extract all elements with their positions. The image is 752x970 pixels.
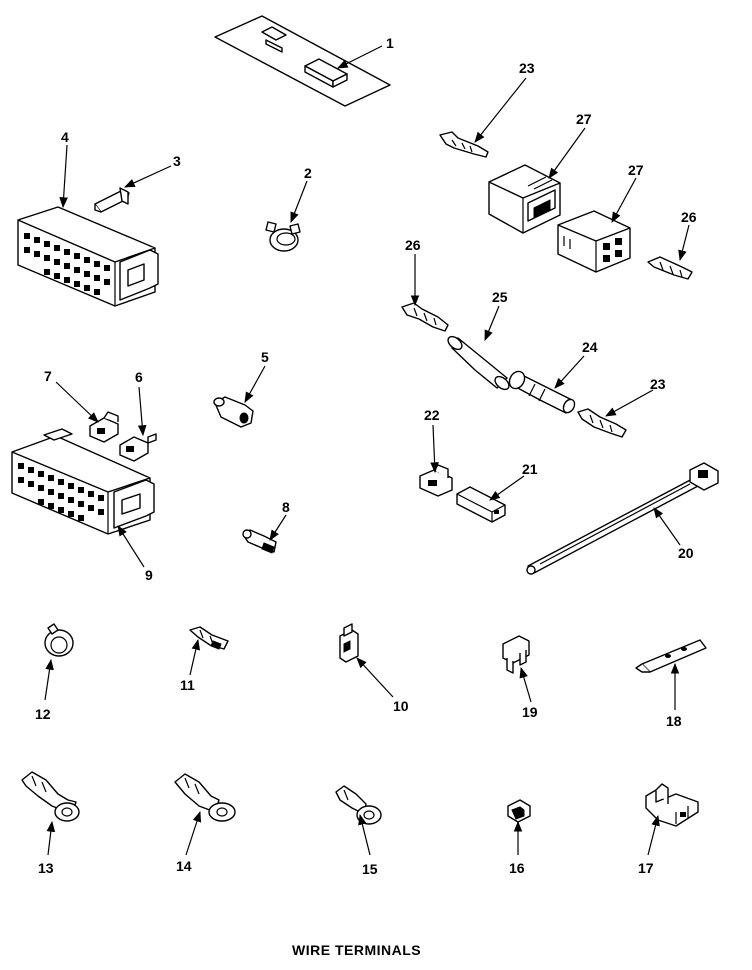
callout-14: 14	[176, 858, 192, 874]
callout-10: 10	[393, 698, 409, 714]
part-10-terminal	[339, 623, 359, 663]
part-25-sleeve	[447, 335, 510, 391]
callout-13: 13	[38, 860, 54, 876]
callout-1: 1	[386, 35, 394, 51]
callout-12: 12	[35, 706, 51, 722]
part-12-ring-clip	[44, 623, 74, 657]
callout-23-top: 23	[519, 60, 535, 76]
callout-27-upper: 27	[576, 111, 592, 127]
part-18-flag-terminal	[635, 639, 707, 673]
part-4-connector-housing	[17, 206, 159, 307]
part-19-terminal	[502, 635, 530, 674]
part-17-bracket-terminal	[645, 783, 699, 827]
part-16-terminal	[507, 799, 531, 823]
part-8-quick-connect	[242, 529, 277, 554]
part-7-terminal	[89, 411, 119, 443]
part-14-ring-terminal	[174, 773, 236, 822]
callout-11: 11	[180, 677, 195, 693]
diagram-title: WIRE TERMINALS	[292, 942, 421, 958]
callout-22: 22	[424, 407, 440, 423]
part-3-terminal	[94, 187, 130, 213]
callout-5: 5	[261, 349, 269, 365]
part-9-connector-housing	[11, 428, 155, 535]
part-27-connector-upper	[488, 164, 561, 234]
part-22-terminal	[419, 464, 453, 497]
callout-26-left: 26	[405, 237, 421, 253]
part-5-quick-connect	[213, 396, 254, 428]
leader-lines	[44, 45, 690, 856]
callout-17: 17	[638, 860, 654, 876]
part-13-ring-terminal	[21, 771, 80, 822]
part-23-terminal-right	[577, 408, 627, 438]
callout-6: 6	[135, 369, 143, 385]
callout-4: 4	[61, 129, 69, 145]
callout-9: 9	[145, 567, 153, 583]
part-26-pin-left	[401, 302, 449, 332]
callout-labels: 1 2 3 4 5 6 7 8 9 10 11 12 13 14 15 16 1…	[35, 35, 697, 877]
callout-24: 24	[582, 339, 598, 355]
callout-23-right: 23	[650, 376, 666, 392]
callout-19: 19	[522, 704, 538, 720]
callout-16: 16	[509, 860, 525, 876]
part-2-clamp	[265, 221, 301, 252]
callout-25: 25	[492, 289, 508, 305]
part-15-ring-terminal	[335, 785, 382, 825]
callout-20: 20	[678, 545, 694, 561]
part-26-pin-right	[647, 256, 693, 280]
part-23-terminal-top	[439, 131, 489, 158]
callout-2: 2	[304, 165, 312, 181]
callout-7: 7	[44, 368, 52, 384]
callout-3: 3	[173, 153, 181, 169]
part-24-sleeve	[508, 370, 576, 414]
callout-27-lower: 27	[628, 162, 644, 178]
part-11-terminal	[189, 626, 229, 650]
callout-8: 8	[282, 499, 290, 515]
part-27-connector-lower	[557, 210, 631, 273]
callout-21: 21	[522, 461, 538, 477]
part-6-terminal	[119, 433, 157, 462]
callout-26-right: 26	[681, 209, 697, 225]
part-21-connector-block	[456, 486, 506, 523]
callout-15: 15	[362, 861, 378, 877]
part-20-cable-tie	[526, 462, 719, 575]
callout-18: 18	[666, 713, 682, 729]
part-1-terminal-kit	[214, 15, 391, 107]
